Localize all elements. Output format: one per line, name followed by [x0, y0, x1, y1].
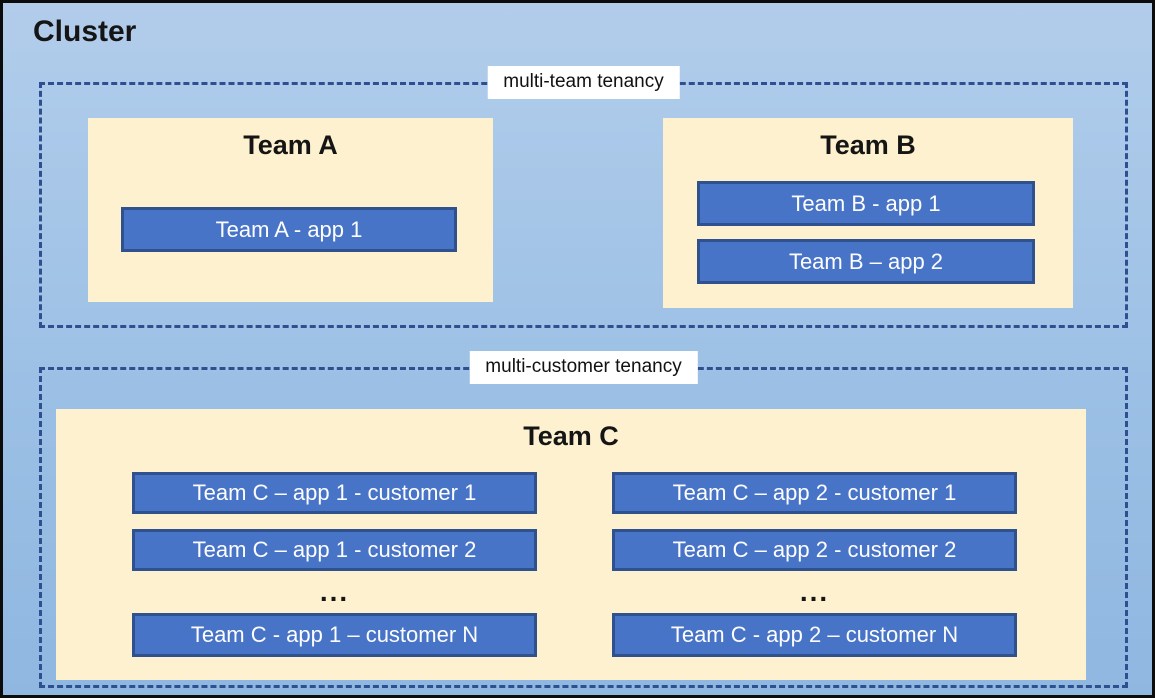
team-c-app1-customer1-box: Team C – app 1 - customer 1: [132, 472, 537, 514]
team-c-app2-ellipsis: ...: [799, 576, 830, 607]
team-c-app-2-column: Team C – app 2 - customer 1 Team C – app…: [612, 472, 1017, 657]
team-b-app-2-box: Team B – app 2: [697, 239, 1035, 284]
team-c-app2-customer1-box: Team C – app 2 - customer 1: [612, 472, 1017, 514]
team-c-app2-customer2-box: Team C – app 2 - customer 2: [612, 529, 1017, 571]
multi-team-tenancy-label: multi-team tenancy: [487, 66, 680, 99]
team-c-app1-customer2-box: Team C – app 1 - customer 2: [132, 529, 537, 571]
cluster-title: Cluster: [33, 15, 137, 48]
team-c-title: Team C: [523, 421, 619, 451]
team-c-app2-customer2-label: Team C – app 2 - customer 2: [672, 537, 957, 562]
team-c-app2-customer1-label: Team C – app 2 - customer 1: [672, 480, 957, 505]
team-c-app2-customerN-label: Team C - app 2 – customer N: [670, 622, 959, 647]
team-b-box: Team B Team B - app 1 Team B – app 2: [663, 118, 1073, 308]
team-c-app-1-column: Team C – app 1 - customer 1 Team C – app…: [132, 472, 537, 657]
team-c-app1-ellipsis: ...: [319, 576, 350, 607]
team-a-box: Team A Team A - app 1: [88, 118, 493, 302]
team-a-app-1-box: Team A - app 1: [121, 207, 457, 252]
team-c-app1-customerN-box: Team C - app 1 – customer N: [132, 613, 537, 657]
multi-customer-tenancy-label: multi-customer tenancy: [469, 351, 698, 384]
team-b-app-1-label: Team B - app 1: [791, 190, 941, 216]
team-b-app-2-label: Team B – app 2: [788, 248, 944, 274]
team-b-app-1-box: Team B - app 1: [697, 181, 1035, 226]
team-c-app1-customer1-label: Team C – app 1 - customer 1: [192, 480, 477, 505]
multi-team-tenancy-region: multi-team tenancy Team A Team A - app 1…: [39, 66, 1128, 328]
team-c-app1-customer2-label: Team C – app 1 - customer 2: [192, 537, 477, 562]
multi-customer-tenancy-region: multi-customer tenancy Team C Team C – a…: [39, 351, 1128, 688]
team-a-app-1-label: Team A - app 1: [215, 216, 363, 242]
team-a-title: Team A: [243, 130, 338, 160]
team-c-box: Team C Team C – app 1 - customer 1 Team …: [56, 409, 1086, 680]
team-c-app2-customerN-box: Team C - app 2 – customer N: [612, 613, 1017, 657]
team-c-app1-customerN-label: Team C - app 1 – customer N: [190, 622, 479, 647]
team-b-title: Team B: [820, 130, 916, 160]
